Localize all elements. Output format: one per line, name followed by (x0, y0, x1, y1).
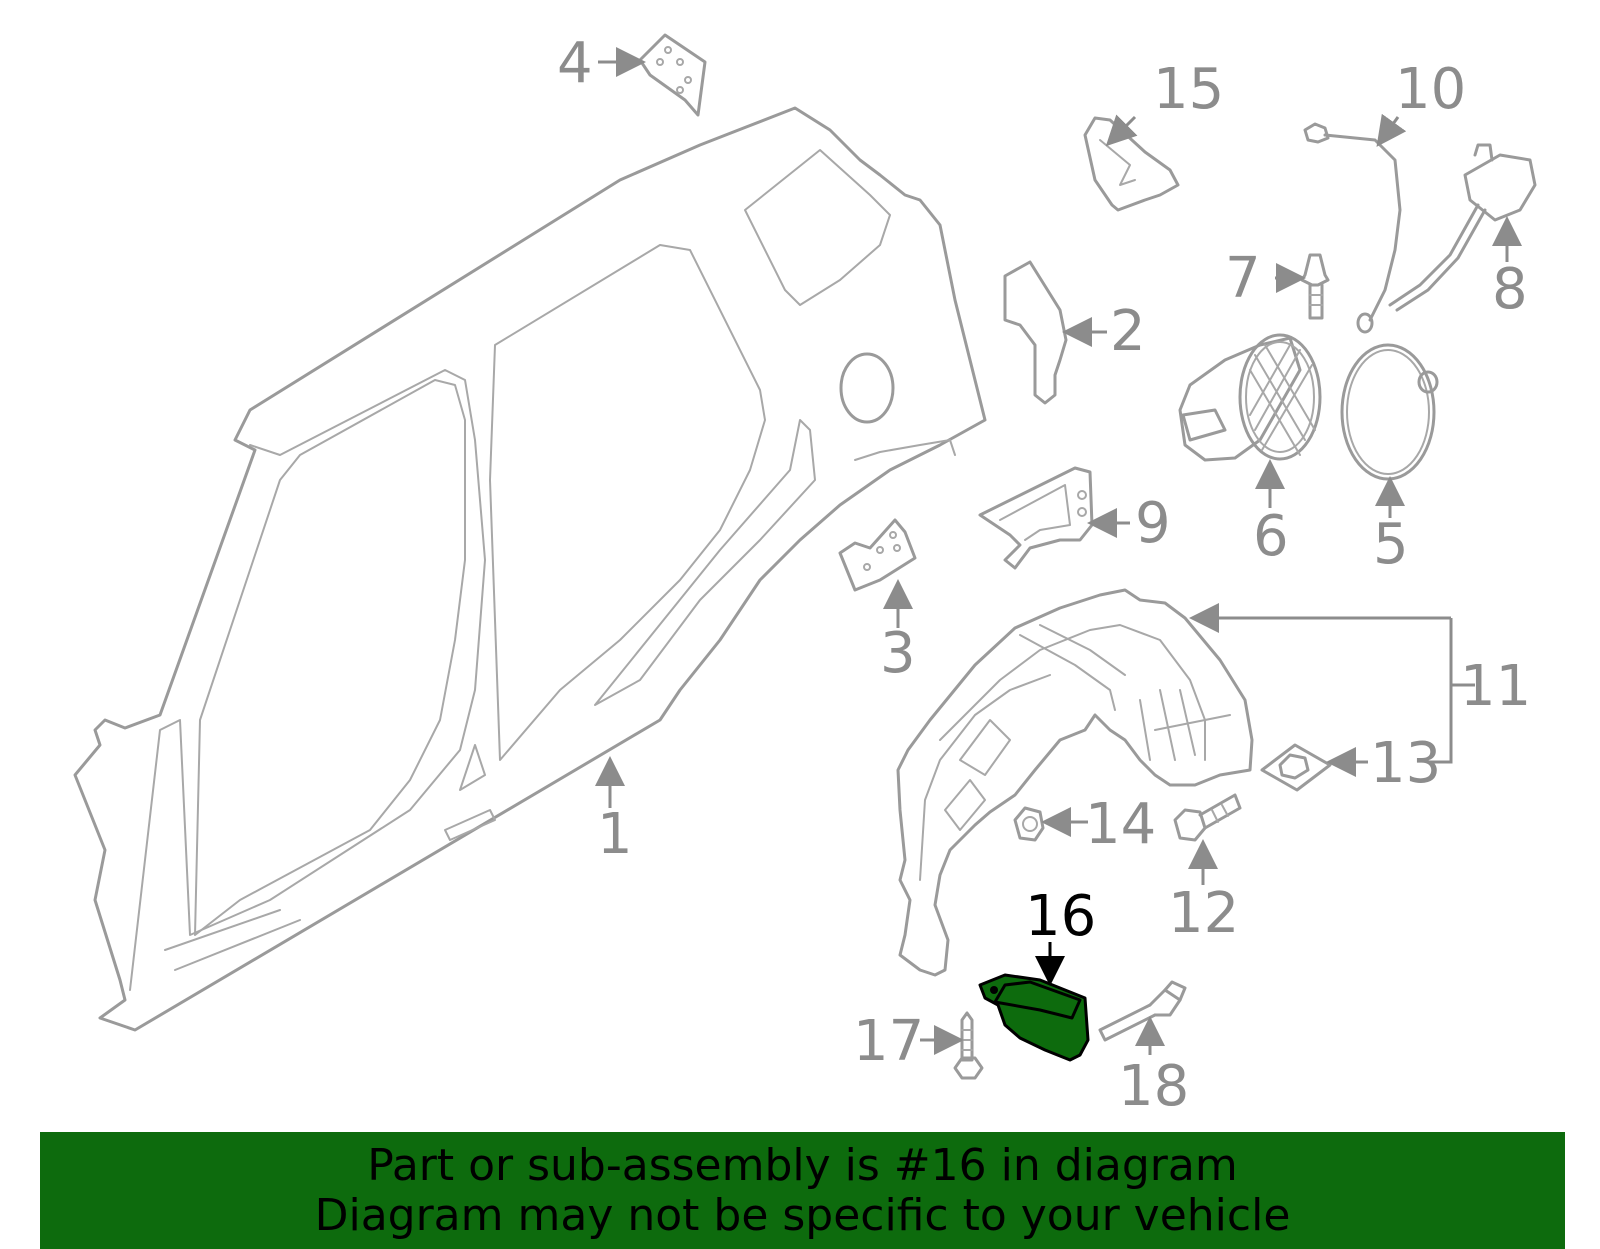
part-5-fuel-door (1340, 343, 1439, 481)
callout-15: 15 (1153, 57, 1224, 122)
part-17-bolt (953, 1011, 984, 1080)
part-3-bracket (838, 518, 917, 592)
callout-2: 2 (1110, 299, 1146, 364)
callout-11: 11 (1460, 654, 1531, 719)
callout-16: 16 (1025, 884, 1096, 949)
callout-14: 14 (1085, 792, 1156, 857)
part-14-nut (1013, 806, 1045, 842)
callout-10: 10 (1395, 57, 1466, 122)
part-4-gusset (638, 33, 707, 117)
callout-13: 13 (1370, 731, 1441, 796)
part-7-bolt (1300, 253, 1330, 320)
callout-1: 1 (597, 802, 633, 867)
part-13-clip-nut (1260, 743, 1332, 792)
callout-8: 8 (1492, 257, 1528, 322)
callout-7: 7 (1225, 246, 1261, 311)
callout-6: 6 (1253, 504, 1289, 569)
part-9-bracket (978, 466, 1094, 570)
part-8-actuator (1388, 143, 1537, 312)
callout-4: 4 (557, 31, 593, 96)
part-16-splash-shield (978, 973, 1090, 1062)
part-15-bracket (1083, 116, 1180, 212)
banner-line-1: Part or sub-assembly is #16 in diagram (367, 1139, 1238, 1191)
part-6-filler-housing (1178, 333, 1322, 462)
callout-9: 9 (1135, 491, 1171, 556)
callout-12: 12 (1168, 881, 1239, 946)
leader-lines (595, 47, 1522, 1055)
callout-5: 5 (1373, 512, 1409, 577)
part-1-body-side-panel (73, 106, 987, 1032)
callout-labels: 1 2 3 4 5 6 7 8 9 10 11 12 13 14 15 16 1… (557, 31, 1531, 1119)
part-2-bracket (1003, 260, 1068, 405)
part-12-bolt (1173, 793, 1242, 842)
callout-17: 17 (853, 1009, 924, 1074)
info-banner: Part or sub-assembly is #16 in diagram D… (40, 1132, 1565, 1249)
callout-18: 18 (1118, 1054, 1189, 1119)
callout-3: 3 (880, 621, 916, 686)
part-18-pin (1098, 980, 1187, 1042)
banner-line-2: Diagram may not be specific to your vehi… (314, 1189, 1291, 1241)
part-10-cable (1303, 122, 1402, 334)
part-11-wheelhouse-liner (896, 588, 1254, 977)
